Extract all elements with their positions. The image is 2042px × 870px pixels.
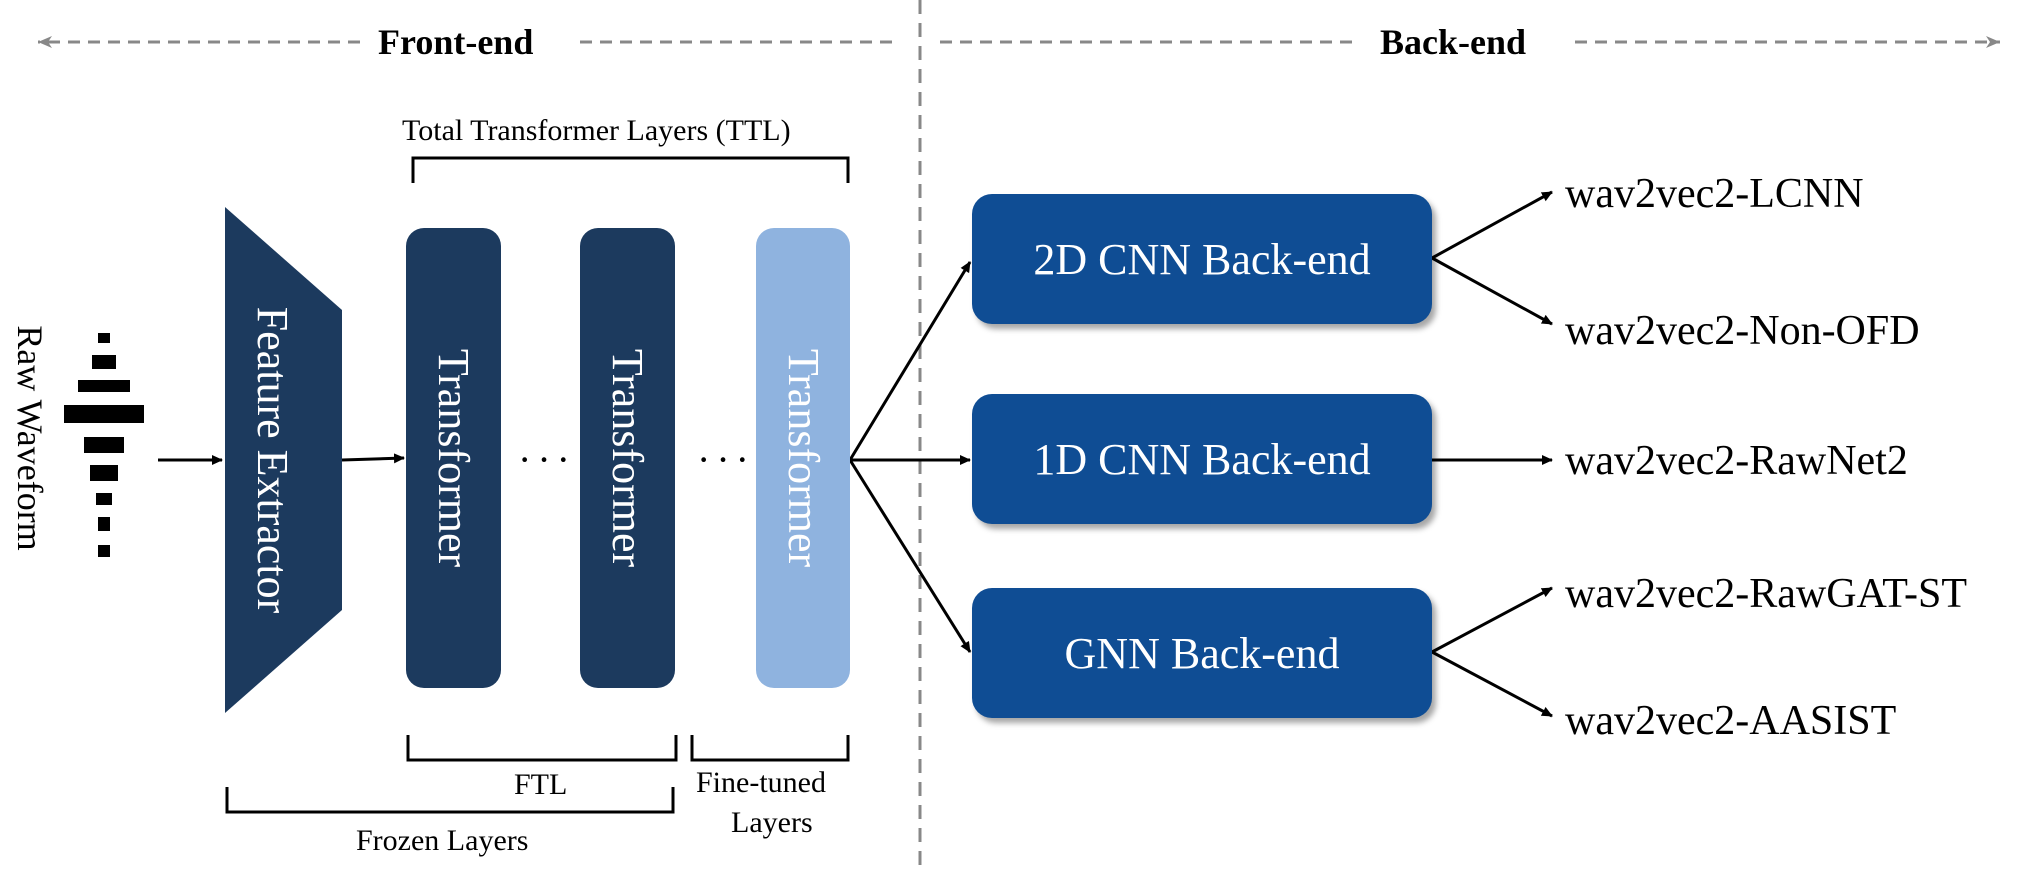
transformer-label-1: Transformer [429, 348, 478, 568]
raw-waveform-label: Raw Waveform [10, 325, 50, 551]
backend-1d-cnn: 1D CNN Back-end [972, 394, 1432, 524]
arrow-to-2dcnn [848, 261, 972, 461]
ellipsis-2: ··· [697, 437, 755, 482]
model-non-ofd: wav2vec2-Non-OFD [1565, 308, 1920, 354]
frozen-layers-label: Frozen Layers [356, 824, 529, 857]
transformer-block-2 [580, 228, 675, 688]
feature-extractor-label: Feature Extractor [248, 306, 297, 614]
arrow-to-rawgat-st [1431, 586, 1553, 654]
front-end-header: Front-end [368, 24, 544, 60]
transformer-block-fine-tuned [756, 228, 850, 688]
ftl-bracket [406, 735, 678, 762]
arrow-to-gnn [848, 459, 972, 653]
ttl-label: Total Transformer Layers (TTL) [402, 114, 791, 147]
fine-tuned-bracket [690, 735, 850, 762]
model-rawgat-st: wav2vec2-RawGAT-ST [1565, 571, 1968, 617]
fine-tuned-label-line1: Fine-tuned [696, 766, 826, 799]
backend-gnn: GNN Back-end [972, 588, 1432, 718]
ttl-bracket [411, 156, 850, 183]
model-lcnn: wav2vec2-LCNN [1565, 171, 1864, 217]
model-aasist: wav2vec2-AASIST [1565, 698, 1897, 744]
waveform-icon [64, 333, 144, 557]
backend-2d-cnn: 2D CNN Back-end [972, 194, 1432, 324]
ftl-label: FTL [514, 768, 568, 801]
back-end-header: Back-end [1370, 24, 1537, 60]
transformer-block-1 [406, 228, 501, 688]
frozen-bracket [225, 787, 675, 814]
arrow-to-non-ofd [1431, 256, 1553, 326]
model-rawnet2: wav2vec2-RawNet2 [1565, 438, 1908, 484]
arrow-extractor-transformer [341, 453, 405, 464]
arrow-to-lcnn [1431, 190, 1553, 260]
transformer-label-2: Transformer [603, 348, 652, 568]
ellipsis-1: ··· [518, 437, 576, 482]
transformer-label-fine-tuned: Transformer [779, 348, 828, 568]
arrow-to-aasist [1431, 650, 1553, 718]
feature-extractor-block [225, 207, 342, 713]
fine-tuned-label-line2: Layers [731, 806, 813, 839]
